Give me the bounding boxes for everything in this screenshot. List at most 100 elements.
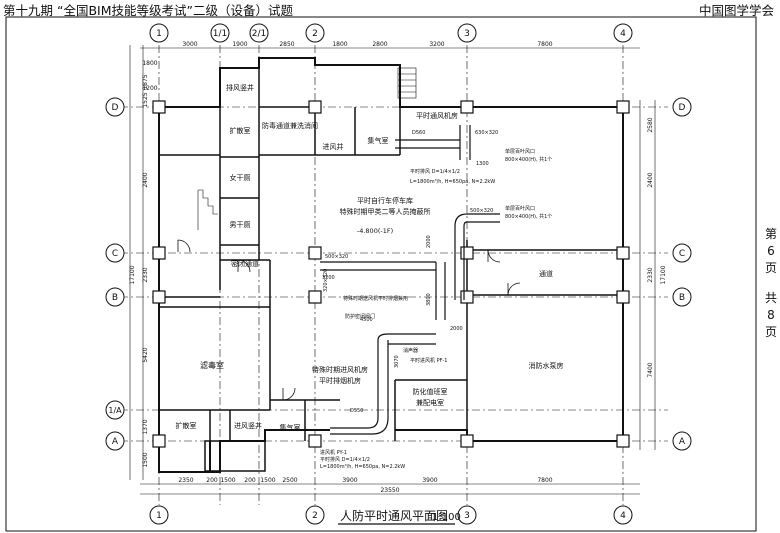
bottom-dim: 1500 — [220, 477, 235, 484]
grid-row-b: B — [112, 293, 118, 303]
grille-2: 单层百叶风口 — [505, 205, 535, 212]
spec-2: L=1800m³/h, H=650pa, N=2.2kW — [320, 464, 405, 470]
grid-bubbles — [105, 23, 692, 525]
room-inlet-well: 进风井 — [323, 142, 344, 151]
grid-row-b-right: B — [679, 293, 685, 303]
grid-row-d: D — [112, 103, 119, 113]
duct-d550: D550 — [350, 408, 363, 414]
left-dim: 5420 — [142, 347, 149, 362]
left-dim: 1370 — [142, 419, 149, 434]
spec-1: L=1800m³/h, H=650pa, N=2.2kW — [410, 179, 495, 185]
left-total-dim: 17100 — [129, 265, 136, 284]
grid-col-4: 4 — [620, 29, 626, 39]
top-dim: 1800 — [332, 41, 347, 48]
bottom-dim: 2500 — [282, 477, 297, 484]
dimension-lines — [129, 45, 656, 495]
grid-row-1a: 1/A — [108, 406, 122, 415]
top-dim: 1200 — [142, 85, 157, 92]
right-dim: 2330 — [647, 267, 654, 282]
room-dist-1: 防化值班室 — [413, 387, 448, 396]
exam-title: 第十九期 “全国BIM技能等级考试”二级（设备）试题 — [3, 3, 293, 18]
len-3200: 3200 — [322, 275, 335, 281]
grid-col-3: 3 — [464, 29, 470, 39]
room-inlet-shaft-2: 进风竖井 — [234, 421, 262, 430]
len-1300: 1300 — [476, 161, 489, 167]
top-dim: 3000 — [182, 41, 197, 48]
bottom-dim: 1500 — [260, 477, 275, 484]
bottom-dim: 7800 — [537, 477, 552, 484]
grid-col-1-bottom: 1 — [156, 511, 162, 521]
left-dim: 1525 — [142, 92, 149, 107]
right-dim: 2400 — [647, 172, 654, 187]
room-airlock: 密闭通道 — [231, 259, 259, 268]
room-decon: 滤毒室 — [200, 360, 224, 370]
page-total-indicator: 共 8 页 — [763, 290, 779, 341]
top-dim: 1900 — [232, 41, 247, 48]
fan-label-2: 进风机 PY-1 — [320, 449, 347, 456]
grid-col-2-1: 2/1 — [252, 29, 266, 39]
grid-row-a: A — [112, 437, 119, 447]
page-current-number: 6 — [767, 244, 775, 258]
bottom-dim: 200 — [206, 477, 218, 484]
len-4500: 4500 — [360, 317, 373, 323]
room-corridor: 通道 — [539, 269, 553, 278]
duct-500b: 500×320 — [325, 254, 348, 260]
page-suffix: 页 — [764, 261, 777, 275]
total-prefix: 共 — [764, 291, 777, 305]
duct-630: 630×320 — [475, 130, 498, 136]
page-current-indicator: 第 6 页 — [763, 226, 779, 277]
elevation-label: -4.800(-1F) — [357, 227, 393, 235]
ventilation-ducts — [320, 125, 500, 435]
left-dim: 1500 — [142, 452, 149, 467]
note-fan-1: 平时排风 D=1/4×1/2 — [410, 168, 460, 175]
organizer-name: 中国图学学会 — [698, 3, 774, 18]
structural-columns — [152, 100, 630, 448]
top-dim: 2800 — [372, 41, 387, 48]
room-labels: 排风竖井 扩散室 防毒通道兼洗消间 进风井 集气室 女干厕 男干厕 密闭通道 滤… — [176, 83, 564, 432]
grid-col-4-bottom: 4 — [620, 511, 626, 521]
shelter-label-2: 特殊时期甲类二等人员掩蔽所 — [340, 207, 431, 216]
grid-col-2-bottom: 2 — [312, 511, 318, 521]
room-fire-pump: 消防水泵房 — [529, 361, 564, 370]
grid-col-1-1: 1/1 — [213, 29, 227, 39]
top-dim: 7800 — [537, 41, 552, 48]
grid-col-2: 2 — [312, 29, 318, 39]
bottom-total-dim: 23550 — [380, 487, 399, 494]
dimension-texts: 3000 1900 2850 1800 2800 3200 7800 1800 … — [129, 41, 667, 494]
grid-lines — [120, 45, 668, 505]
total-suffix: 页 — [764, 325, 777, 339]
valve-note: 防护密闭阀门 — [345, 313, 375, 320]
fan-room-label-2: 平时排烟机房 — [319, 376, 361, 385]
room-exhaust-shaft: 排风竖井 — [226, 83, 254, 92]
left-dim: 1875 — [142, 74, 149, 89]
room-female-toilet: 女干厕 — [230, 173, 251, 182]
door-swings — [177, 239, 521, 401]
duct-320: 320×320 — [323, 269, 329, 292]
right-dim: 7400 — [647, 362, 654, 377]
grille-spec-2: 800×400(H), 共1个 — [505, 213, 552, 220]
duct-d560: D560 — [412, 130, 425, 136]
duct-annotations: D560 D550 630×320 500×320 500×320 320×32… — [320, 130, 552, 470]
page-prefix: 第 — [764, 227, 777, 241]
bottom-dim: 2350 — [178, 477, 193, 484]
note-unit: 消声器 — [403, 347, 418, 354]
left-dim: 2400 — [142, 172, 149, 187]
room-expansion-1: 扩散室 — [230, 126, 251, 135]
left-dim: 2330 — [142, 267, 149, 282]
stair-symbols — [197, 67, 417, 230]
room-ventilation: 集气室 — [368, 136, 389, 145]
page-total-number: 8 — [767, 308, 775, 322]
room-dist-2: 兼配电室 — [416, 398, 444, 407]
duct-500a: 500×320 — [470, 208, 493, 214]
note-axial: 特殊时期送风机平时排烟兼用 — [343, 295, 408, 302]
len-3070: 3070 — [394, 355, 400, 368]
interior-walls — [159, 68, 623, 441]
top-dim: 1800 — [142, 60, 157, 67]
drawing-frame — [5, 16, 757, 532]
grid-row-d-right: D — [679, 103, 686, 113]
grid-row-c: C — [112, 249, 118, 259]
note-fan-2: 平时排风 D=1/4×1/2 — [320, 456, 370, 463]
bottom-dim: 3900 — [422, 477, 437, 484]
entry-pit — [204, 440, 266, 472]
len-2000b: 2000 — [450, 326, 463, 332]
